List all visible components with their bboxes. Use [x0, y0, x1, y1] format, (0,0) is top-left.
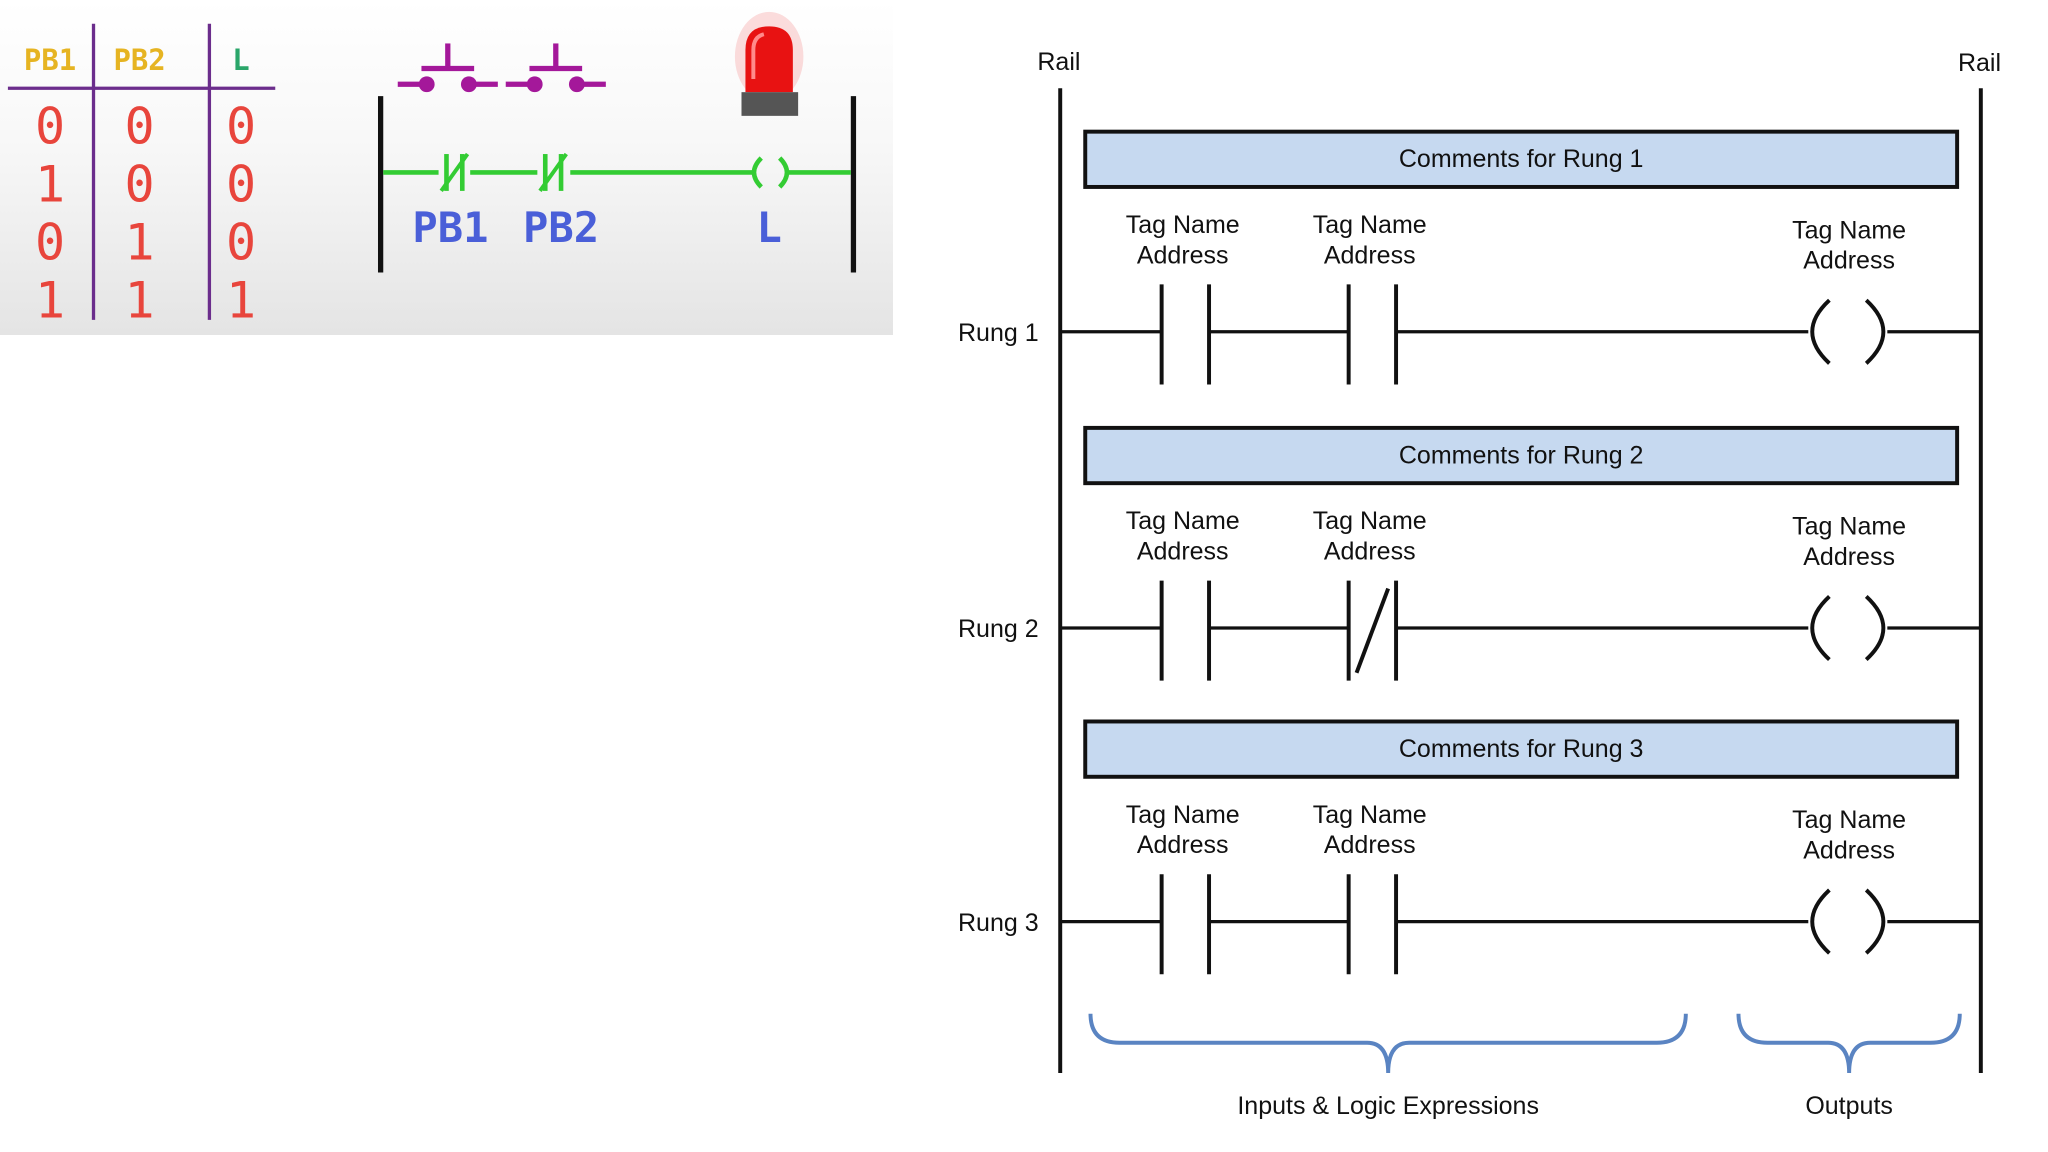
mini-ladder-label: PB1 [412, 203, 488, 252]
mini-coil-left-arc [751, 156, 763, 189]
truth-table-cell: 0 [35, 98, 65, 156]
rung-comment-box [1083, 425, 1960, 486]
coil-tag-name: Tag Name [1792, 806, 1906, 834]
mini-ladder-label: L [756, 203, 781, 252]
rung-comment: Comments for Rung 2 [1399, 441, 1644, 469]
contact-tag-name: Tag Name [1313, 801, 1427, 829]
inputs-brace [1088, 1013, 1688, 1074]
coil-left-arc [1810, 594, 1831, 662]
mini-nc-contact-slash [538, 152, 568, 193]
rung-comment-box [1083, 129, 1960, 189]
contact-tag-name: Tag Name [1313, 211, 1427, 239]
contact-tag-name: Tag Name [1313, 507, 1427, 535]
push-button-terminal [418, 76, 435, 93]
coil-address: Address [1803, 247, 1895, 275]
contact-tag-name: Tag Name [1126, 801, 1240, 829]
push-button-terminal [526, 76, 543, 93]
lamp-base [741, 92, 799, 116]
left-rail-label: Rail [1037, 48, 1080, 76]
coil-right-arc [1864, 298, 1886, 365]
truth-table-cell: 0 [125, 98, 155, 156]
truth-table-cell: 0 [35, 213, 65, 271]
truth-table-cell: 0 [125, 155, 155, 213]
truth-table-header: L [232, 43, 249, 77]
inputs-label: Inputs & Logic Expressions [1237, 1092, 1539, 1120]
truth-table-cell: 1 [125, 213, 155, 271]
contact-address: Address [1324, 831, 1416, 859]
outputs-label: Outputs [1805, 1092, 1893, 1120]
rung-label: Rung 1 [958, 319, 1039, 347]
mini-ladder-label: PB2 [523, 203, 599, 252]
contact-tag-name: Tag Name [1126, 211, 1240, 239]
truth-table-cell: 0 [226, 155, 256, 213]
right-rail-label: Rail [1958, 49, 2001, 77]
rung-comment: Comments for Rung 1 [1399, 145, 1644, 173]
mini-nc-contact-slash [439, 152, 470, 193]
lamp-highlight [751, 32, 765, 79]
truth-table-cell: 1 [35, 155, 65, 213]
truth-table-cell: 1 [226, 271, 256, 329]
red-lamp-icon [734, 11, 804, 116]
rung-comment-box [1083, 719, 1960, 779]
coil-left-arc [1810, 888, 1831, 955]
rung-comment: Comments for Rung 3 [1399, 735, 1644, 763]
nc-contact-slash [1354, 587, 1391, 674]
contact-address: Address [1324, 241, 1416, 269]
truth-table-cell: 0 [226, 213, 256, 271]
truth-table-header: PB1 [24, 43, 76, 77]
coil-address: Address [1803, 836, 1895, 864]
push-button-icon [505, 43, 606, 93]
coil-left-arc [1810, 298, 1831, 365]
coil-right-arc [1864, 888, 1886, 955]
truth-table-cell: 1 [35, 271, 65, 329]
contact-address: Address [1137, 241, 1229, 269]
coil-right-arc [1864, 594, 1886, 662]
truth-table-header: PB2 [113, 43, 165, 77]
contact-tag-name: Tag Name [1126, 507, 1240, 535]
coil-address: Address [1803, 543, 1895, 571]
outputs-brace [1736, 1013, 1962, 1074]
coil-tag-name: Tag Name [1792, 513, 1906, 541]
rung-label: Rung 2 [958, 615, 1039, 643]
truth-table-cell: 1 [125, 271, 155, 329]
push-button-terminal [568, 76, 585, 93]
contact-address: Address [1137, 538, 1229, 566]
truth-table-cell: 0 [226, 98, 256, 156]
contact-address: Address [1137, 831, 1229, 859]
coil-tag-name: Tag Name [1792, 216, 1906, 244]
push-button-terminal [460, 76, 477, 93]
rung-label: Rung 3 [958, 909, 1039, 937]
contact-address: Address [1324, 538, 1416, 566]
push-button-icon [397, 43, 498, 93]
mini-coil-right-arc [777, 156, 790, 189]
lamp-dome [745, 26, 793, 93]
